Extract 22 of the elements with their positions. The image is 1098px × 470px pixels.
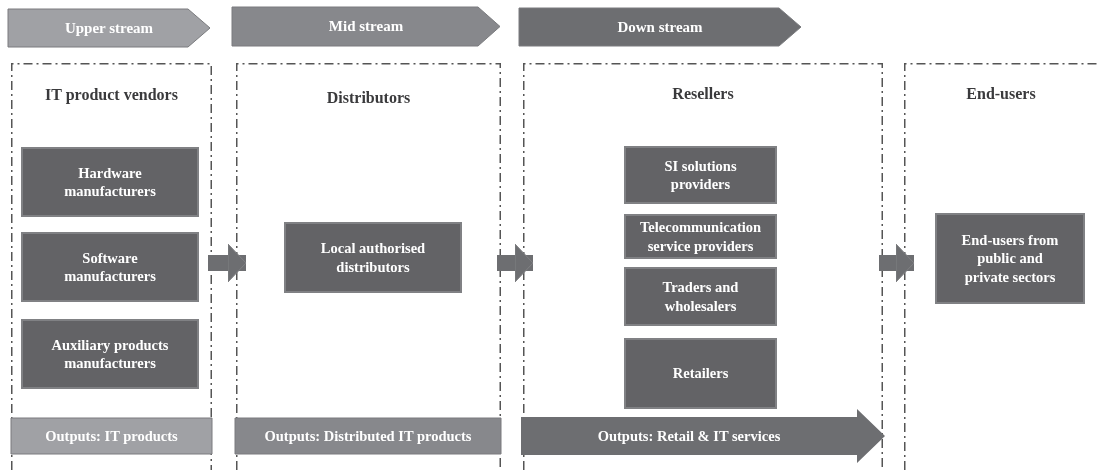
output-label: Outputs: Retail & IT services	[597, 427, 781, 445]
output-label: Outputs: Distributed IT products	[264, 427, 472, 445]
actor-box: End-users from public and private sectors	[935, 213, 1085, 304]
output-label: Outputs: IT products	[45, 427, 178, 445]
stage-label: Down stream	[617, 18, 703, 36]
actor-box: Auxiliary products manufacturers	[21, 319, 199, 389]
actor-box: Traders and wholesalers	[624, 267, 777, 326]
actor-box: Local authorised distributors	[284, 222, 462, 293]
actor-box: Software manufacturers	[21, 232, 199, 302]
column-heading: Resellers	[672, 84, 734, 104]
actor-box: SI solutions providers	[624, 146, 777, 204]
actor-box: Retailers	[624, 338, 777, 409]
block-arrow	[879, 243, 915, 283]
column-heading: IT product vendors	[45, 85, 178, 105]
stage-label: Upper stream	[64, 19, 154, 37]
block-arrow	[208, 243, 247, 283]
block-arrow	[497, 243, 534, 283]
actor-box: Hardware manufacturers	[21, 147, 199, 217]
column-heading: End-users	[966, 84, 1036, 104]
stage-label: Mid stream	[328, 18, 404, 35]
actor-box: Telecommunication service providers	[624, 214, 777, 259]
column-heading: Distributors	[326, 88, 411, 108]
